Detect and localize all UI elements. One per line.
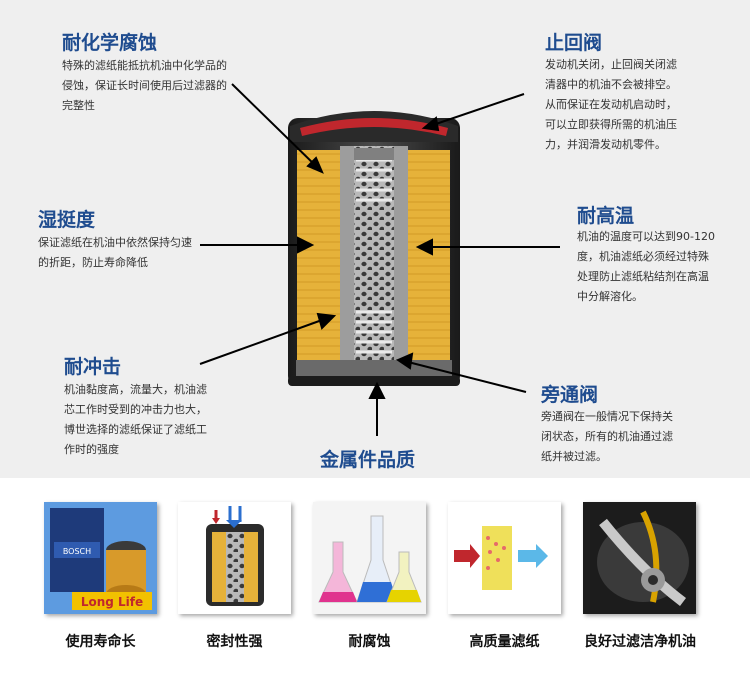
desc-check-valve: 发动机关闭，止回阀关闭滤清器中的机油不会被排空。从而保证在发动机启动时，可以立即… [545,58,677,151]
thumb-corrosion [313,502,426,614]
title-humidity-stiffness: 湿挺度 [38,209,96,231]
filter-base [296,360,452,380]
oil-filter-cutaway [199,83,560,436]
desc-bypass-valve: 旁通阀在一般情况下保持关闭状态，所有的机油通过滤纸并被过滤。 [541,410,673,463]
thumb-long-life: BOSCH Long Life [44,502,157,614]
bypass-spring [356,310,392,354]
label-corrosion: 耐腐蚀 [348,634,391,650]
title-bypass-valve: 旁通阀 [541,384,599,406]
check-valve-seal [300,118,448,136]
desc-heat-resistance: 机油的温度可以达到90-120度，机油滤纸必须经过特殊处理防止滤纸粘结剂在高温中… [577,230,715,303]
thumb-clean-oil [583,502,696,614]
thumb-filter-paper [448,502,561,614]
desc-humidity-stiffness: 保证滤纸在机油中依然保持匀速的折距，防止寿命降低 [38,236,192,269]
title-heat-resistance: 耐高温 [577,205,635,227]
label-sealing: 密封性强 [206,634,263,650]
title-metal-quality: 金属件品质 [320,449,416,471]
title-check-valve: 止回阀 [545,32,603,54]
long-life-badge: Long Life [81,595,143,609]
title-impact-resistance: 耐冲击 [64,356,122,378]
thumb-sealing [178,502,291,614]
box-brand-text: BOSCH [63,547,91,556]
title-chemical-resistance: 耐化学腐蚀 [62,32,158,54]
label-clean-oil: 良好过滤洁净机油 [584,634,696,650]
desc-impact-resistance: 机油黏度高，流量大，机油滤芯工作时受到的冲击力也大，博世选择的滤纸保证了滤纸工作… [64,383,207,456]
label-filter-paper: 高质量滤纸 [469,634,540,650]
label-long-life: 使用寿命长 [65,634,136,650]
desc-chemical-resistance: 特殊的滤纸能抵抗机油中化学品的侵蚀，保证长时间使用后过滤器的完整性 [62,59,227,112]
